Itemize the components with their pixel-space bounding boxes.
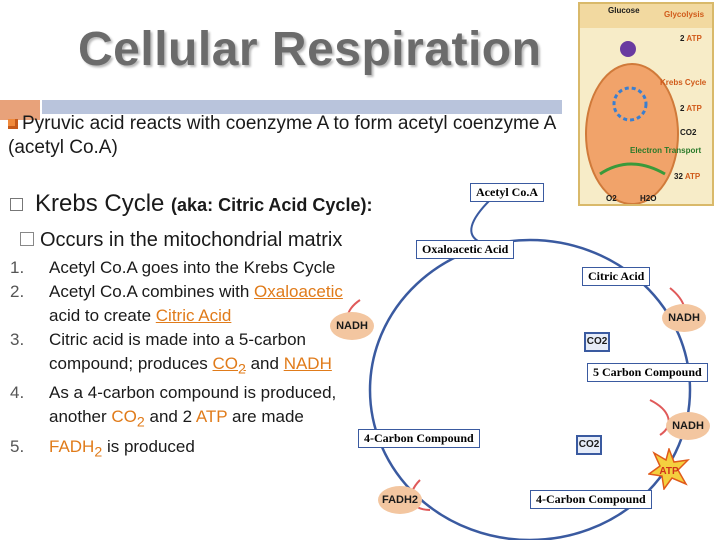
atp-count: 32 <box>674 172 683 181</box>
inset-atp-krebs: 2 ATP <box>680 104 702 113</box>
step-text: Citric acid is made into a 5-carbon comp… <box>49 330 307 373</box>
label-four-carbon-bottom: 4-Carbon Compound <box>530 490 652 509</box>
inset-electron-transport: Electron Transport <box>630 146 702 155</box>
acetyl-arrow <box>470 199 491 243</box>
co2-box: CO2 <box>576 435 602 455</box>
label-five-carbon: 5 Carbon Compound <box>587 363 708 382</box>
side-arrow <box>649 399 670 436</box>
glucose-band <box>580 4 712 28</box>
nadh-bubble: NADH <box>330 312 374 340</box>
step-text: are made <box>227 407 304 427</box>
oxaloacetic-term: Oxaloacetic <box>254 282 343 301</box>
step-number: 2. <box>10 282 25 301</box>
list-item: 5. FADH2 is produced <box>0 435 355 464</box>
inset-atp-etc: 32 ATP <box>674 172 700 181</box>
co2-subscript: 2 <box>136 414 145 431</box>
list-item: 1. Acetyl Co.A goes into the Krebs Cycle <box>0 256 355 280</box>
fadh-text: FADH <box>49 436 95 456</box>
inset-atp-glycolysis: 2 ATP <box>680 34 702 43</box>
label-four-carbon-left: 4-Carbon Compound <box>358 429 480 448</box>
atp-count: 2 <box>680 104 685 113</box>
page-title: Cellular Respiration <box>78 23 542 76</box>
nadh-term: NADH <box>283 354 332 373</box>
citric-acid-term: Citric Acid <box>155 306 232 325</box>
co2-box: CO2 <box>584 332 610 352</box>
list-item: 4. As a 4-carbon compound is produced, a… <box>0 381 355 434</box>
co2-text: CO <box>111 407 137 427</box>
atp-count: 2 <box>680 34 685 43</box>
atp-word: ATP <box>686 34 702 43</box>
step-text: Acetyl Co.A combines with <box>49 282 255 301</box>
title-rule <box>42 100 562 114</box>
atp-star: ATP <box>648 448 690 490</box>
label-oxaloacetic-acid: Oxaloacetic Acid <box>416 240 515 259</box>
cycle-ring <box>368 238 692 540</box>
pyruvate-icon <box>620 41 636 57</box>
fadh2-bubble: FADH2 <box>378 486 422 514</box>
occurs-text: Occurs in the mitochondrial matrix <box>40 229 343 251</box>
fadh-subscript: 2 <box>94 444 103 461</box>
inset-co2: CO2 <box>680 128 697 137</box>
krebs-heading: Krebs Cycle (aka: Citric Acid Cycle): <box>10 188 372 221</box>
krebs-title: Krebs Cycle <box>35 190 165 217</box>
label-acetyl-coa: Acetyl Co.A <box>470 183 544 202</box>
inset-o2: O2 <box>606 194 617 203</box>
bullet-pyruvic: Pyruvic acid reacts with coenzyme A to f… <box>8 112 578 160</box>
respiration-overview-image: Glucose Glycolysis Krebs Cycle 2 ATP 2 A… <box>578 2 714 206</box>
step-text: is produced <box>102 436 195 456</box>
inset-glycolysis: Glycolysis <box>664 10 705 19</box>
co2-subscript: 2 <box>238 361 246 378</box>
atp-word: ATP <box>684 172 701 181</box>
bullet-icon <box>8 119 18 129</box>
step-text: and 2 <box>144 407 196 427</box>
inset-glucose: Glucose <box>608 6 640 15</box>
co2-term: CO2 <box>111 407 144 430</box>
fadh2-term: FADH2 <box>49 436 102 460</box>
step-number: 3. <box>10 330 25 349</box>
step-number: 4. <box>10 383 25 403</box>
step-number: 1. <box>10 258 25 277</box>
atp-word: ATP <box>686 104 702 113</box>
atp-term: ATP <box>195 407 228 427</box>
step-text: As a 4-carbon compound is produced, anot… <box>49 383 337 427</box>
krebs-aka: (aka: Citric Acid Cycle): <box>171 195 373 215</box>
co2-text: CO <box>212 354 239 373</box>
list-item: 2. Acetyl Co.A combines with Oxaloacetic… <box>0 280 355 328</box>
nadh-bubble: NADH <box>666 412 710 440</box>
electron-transport-icon <box>599 162 666 176</box>
nadh-bubble: NADH <box>662 304 706 332</box>
title-rule-accent <box>0 100 40 120</box>
list-item: 3. Citric acid is made into a 5-carbon c… <box>0 328 355 381</box>
steps-list: 1. Acetyl Co.A goes into the Krebs Cycle… <box>0 256 355 464</box>
bullet-square-icon <box>20 232 34 246</box>
co2-term: CO2 <box>212 354 246 377</box>
occurs-bullet: Occurs in the mitochondrial matrix <box>20 227 342 253</box>
step-text: and <box>245 354 284 373</box>
step-text: acid to create <box>49 306 156 325</box>
overview-graphic <box>580 4 712 204</box>
bullet-square-icon <box>10 198 23 211</box>
step-text: Acetyl Co.A goes into the Krebs Cycle <box>49 258 336 277</box>
inset-h2o: H2O <box>640 194 657 203</box>
bullet-text: Pyruvic acid reacts with coenzyme A to f… <box>8 113 556 158</box>
step-number: 5. <box>10 436 25 456</box>
label-citric-acid: Citric Acid <box>582 267 651 286</box>
atp-label: ATP <box>659 466 679 477</box>
inset-krebs: Krebs Cycle <box>660 78 707 87</box>
krebs-cycle-icon <box>612 86 648 122</box>
